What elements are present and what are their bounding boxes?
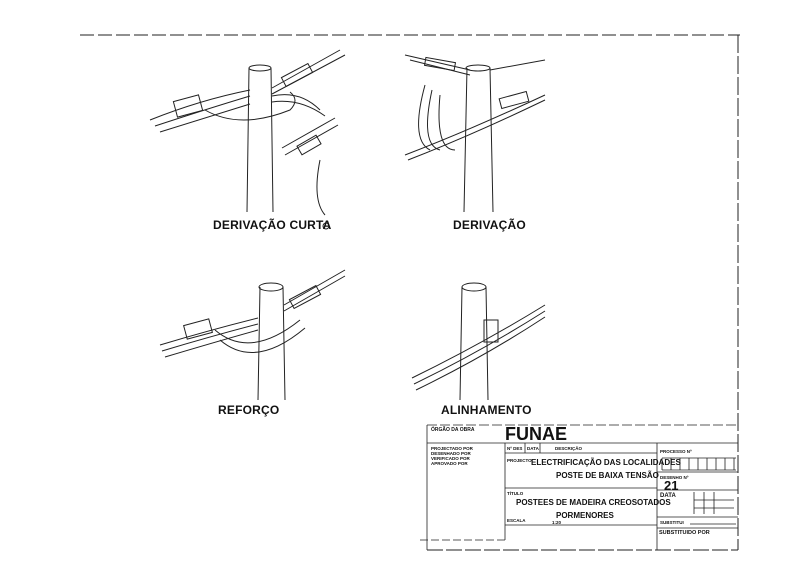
scale-label: ESCALA <box>507 518 526 523</box>
title-label: TÍTULO <box>507 491 524 496</box>
label-derivacao: DERIVAÇÃO <box>453 218 526 232</box>
project-label: PROJECTO <box>507 458 532 463</box>
drawing-no-label: DESENHO Nº <box>660 475 689 480</box>
signature-approved: APROVADO POR <box>431 461 468 466</box>
project-line2: POSTE DE BAIXA TENSÃO <box>556 471 659 480</box>
label-alinhamento: ALINHAMENTO <box>441 403 532 417</box>
signature-drawn: DESENHADO POR <box>431 451 471 456</box>
label-derivacao-curta: DERIVAÇÃO CURTA <box>213 218 332 232</box>
pole-reforco <box>159 269 346 401</box>
label-reforco: REFORÇO <box>218 403 280 417</box>
pole-derivacao-curta <box>149 49 346 230</box>
replaces-label: SUBSTITUI <box>660 520 684 525</box>
project-line1: ELECTRIFICAÇÃO DAS LOCALIDADES <box>531 458 681 467</box>
rev-header-date: DATA <box>527 446 539 451</box>
process-label: PROCESSO Nº <box>660 449 692 454</box>
title-block-lines <box>420 424 738 550</box>
rev-header-no: Nº DES <box>507 446 523 451</box>
signature-verified: VERIFICADO POR <box>431 456 470 461</box>
organ-label: ÓRGÃO DA OBRA <box>431 427 475 433</box>
pole-derivacao <box>404 54 546 213</box>
drawing-number: 21 <box>664 478 679 493</box>
title-line2: PORMENORES <box>556 511 614 520</box>
date-label: DATA <box>660 493 676 499</box>
signatures: PROJECTADO POR DESENHADO POR VERIFICADO … <box>431 446 473 466</box>
signature-projected: PROJECTADO POR <box>431 446 473 451</box>
pole-alinhamento <box>411 282 546 401</box>
title-line1: POSTEES DE MADEIRA CREOSOTADOS <box>516 498 671 507</box>
rev-header-description: DESCRIÇÃO <box>555 446 583 451</box>
replaced-by-label: SUBSTITUIDO POR <box>659 530 710 536</box>
funae-logo: FUNAE <box>505 424 567 444</box>
scale-value: 1:20 <box>552 520 562 525</box>
